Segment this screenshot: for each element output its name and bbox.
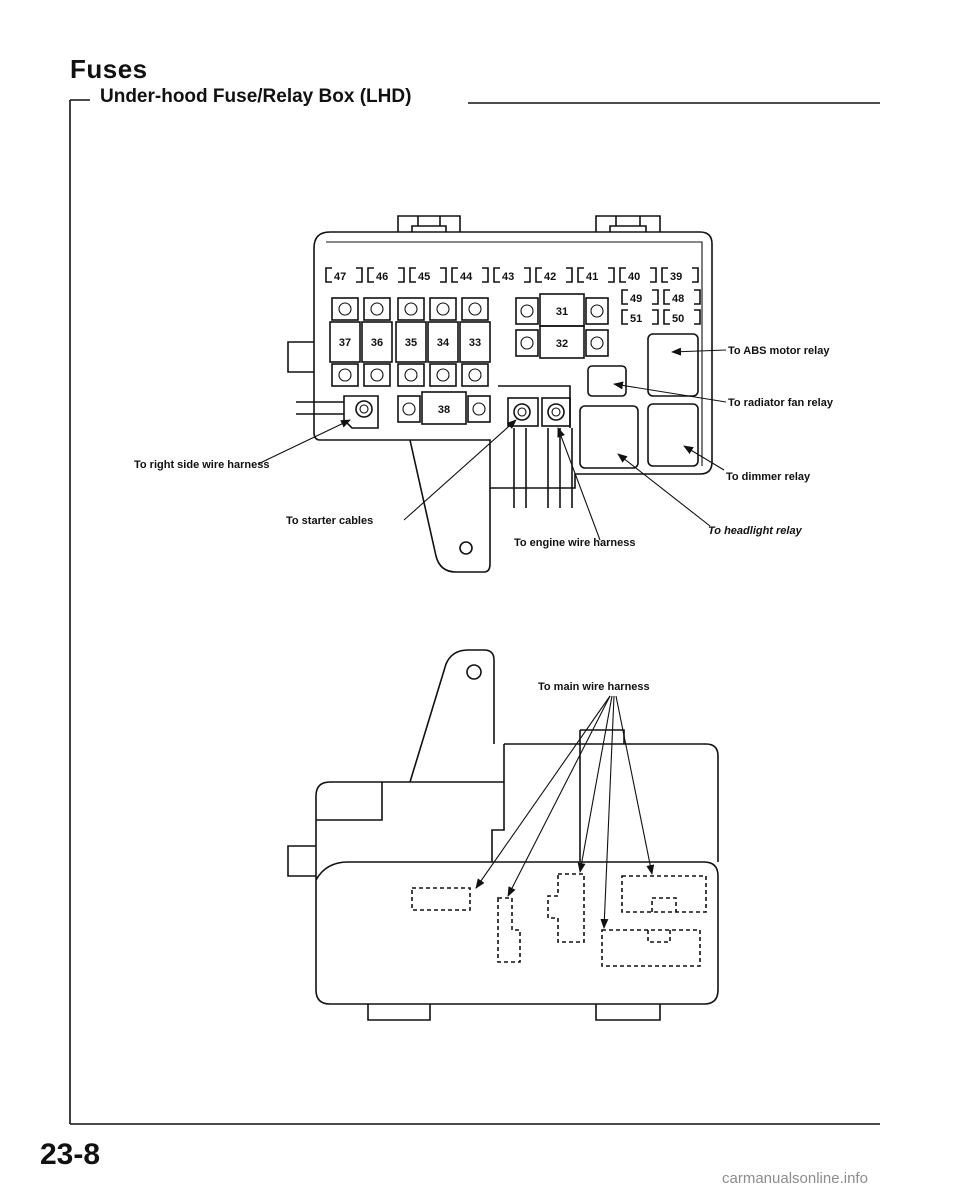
fuse-row-top: 47 46 45 44 43 42 41 40 39 (334, 271, 682, 283)
fuse-bracket-left (451, 267, 458, 283)
fuse-box-bottom-view (287, 649, 719, 1021)
watermark: carmanualsonline.info (722, 1170, 868, 1187)
callouts-top (257, 347, 727, 541)
fuse-bracket-left (493, 267, 500, 283)
fuse-bracket-right (440, 267, 447, 283)
fuse-35: 35 (395, 297, 427, 387)
dimmer-relay-label: To dimmer relay (726, 471, 811, 483)
fuse-bracket-left (535, 267, 542, 283)
fuse-bracket-right (356, 267, 363, 283)
vertical-fuses: 37 36 35 34 33 (329, 297, 491, 387)
fuse-bracket-right (650, 267, 657, 283)
fuse-43-label: 43 (502, 271, 514, 283)
page-number: 23-8 (40, 1138, 101, 1171)
fuse-box-top-view (287, 215, 713, 573)
fuse-bracket-right (692, 267, 699, 283)
fuse-41-label: 41 (586, 271, 598, 283)
fuse-44-label: 44 (460, 271, 473, 283)
fuse-row-right: 49 48 51 50 (630, 293, 684, 325)
fuse-34-label: 34 (437, 337, 450, 349)
fuse-48-label: 48 (672, 293, 684, 305)
fuse-51-label: 51 (630, 313, 642, 325)
fuse-34: 34 (427, 297, 459, 387)
fuse-33-label: 33 (469, 337, 481, 349)
section-title: Fuses (70, 54, 148, 84)
fuse-bracket-right (566, 267, 573, 283)
fuse-bracket-right (694, 289, 701, 305)
right-side-harness-label: To right side wire harness (134, 459, 270, 471)
fuse-42-label: 42 (544, 271, 556, 283)
fuse-36: 36 (361, 297, 393, 387)
fuse-46-label: 46 (376, 271, 388, 283)
fuse-bracket-right (524, 267, 531, 283)
fuse-37-label: 37 (339, 337, 351, 349)
fuse-bracket-left (619, 267, 626, 283)
fuse-32: 32 (515, 325, 609, 359)
fuse-47-label: 47 (334, 271, 346, 283)
abs-motor-relay-label: To ABS motor relay (728, 345, 830, 357)
fuse-45-label: 45 (418, 271, 430, 283)
fuse-bracket-left (663, 289, 670, 305)
fuse-bracket-left (409, 267, 416, 283)
fuse-36-label: 36 (371, 337, 383, 349)
fuse-bracket-left (663, 309, 670, 325)
fuse-31: 31 (515, 293, 609, 327)
fuse-49-label: 49 (630, 293, 642, 305)
fuse-50-label: 50 (672, 313, 684, 325)
fuse-bracket-right (608, 267, 615, 283)
engine-harness-label: To engine wire harness (514, 537, 635, 549)
fuse-bracket-left (621, 289, 628, 305)
fuse-bracket-right (652, 289, 659, 305)
fuse-31-label: 31 (556, 306, 568, 318)
starter-cables-label: To starter cables (286, 515, 373, 527)
fuse-bracket-left (621, 309, 628, 325)
fuse-32-label: 32 (556, 338, 568, 350)
fuse-bracket-left (325, 267, 332, 283)
fuse-40-label: 40 (628, 271, 640, 283)
fuse-35-label: 35 (405, 337, 417, 349)
fuse-37: 37 (329, 297, 361, 387)
fuse-bracket-left (661, 267, 668, 283)
fuse-bracket-right (652, 309, 659, 325)
fuse-bracket-left (367, 267, 374, 283)
fuse-bracket-left (577, 267, 584, 283)
fuse-bracket-right (398, 267, 405, 283)
fuse-38-label: 38 (438, 404, 450, 416)
page-frame (69, 99, 880, 1125)
fuse-38: 38 (397, 391, 491, 425)
diagram-subtitle: Under-hood Fuse/Relay Box (LHD) (100, 86, 412, 107)
fuse-33: 33 (459, 297, 491, 387)
fuse-bracket-right (694, 309, 701, 325)
fuse-bracket-right (482, 267, 489, 283)
fuse-39-label: 39 (670, 271, 682, 283)
radiator-fan-relay-label: To radiator fan relay (728, 397, 834, 409)
main-harness-label: To main wire harness (538, 681, 650, 693)
headlight-relay-label: To headlight relay (708, 525, 803, 537)
